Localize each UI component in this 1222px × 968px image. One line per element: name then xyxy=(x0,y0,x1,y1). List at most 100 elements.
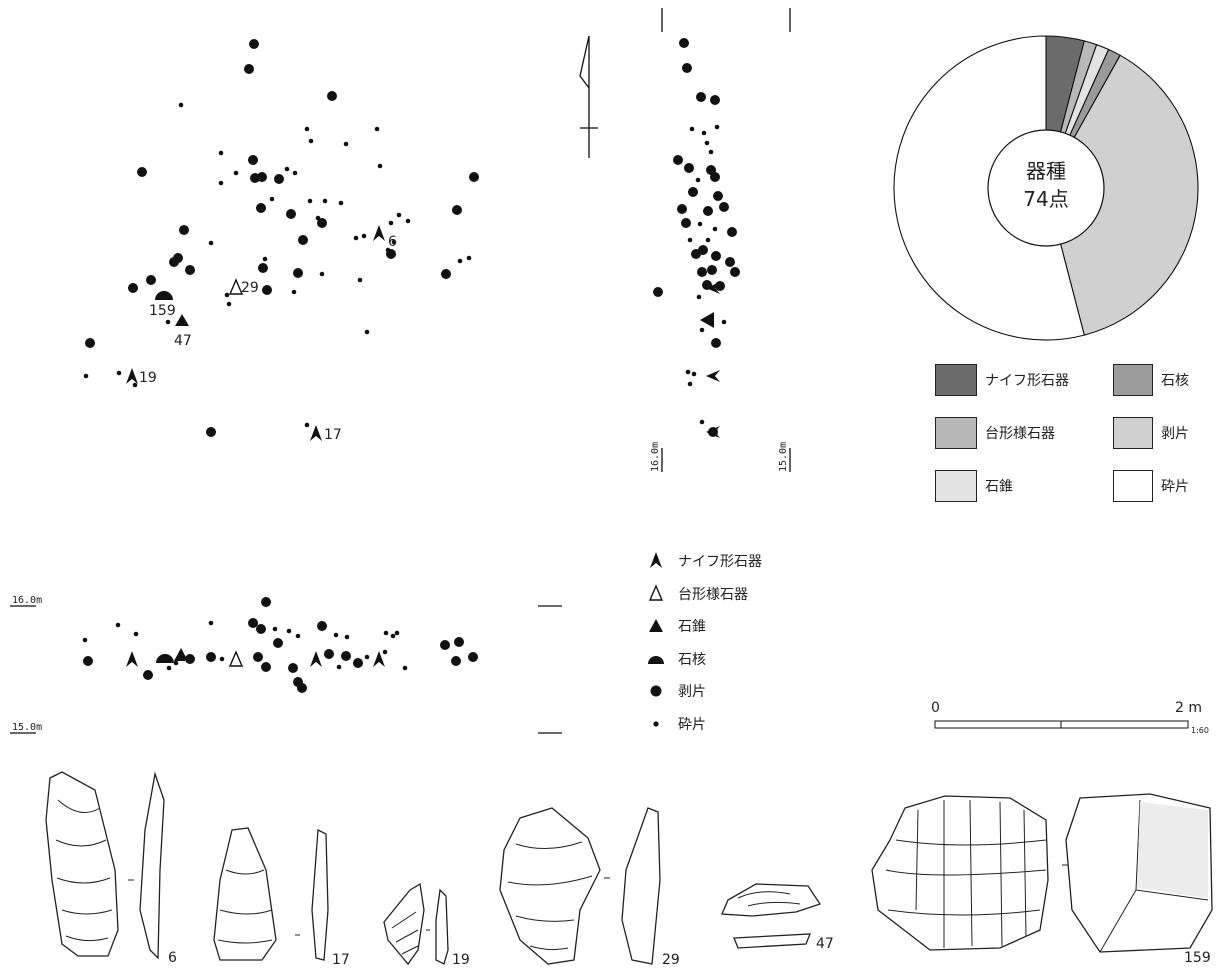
plan-point xyxy=(343,141,349,147)
section-point xyxy=(295,633,301,639)
legend-label: 石核 xyxy=(1161,373,1189,389)
side-point xyxy=(711,251,721,261)
side-point xyxy=(707,265,717,275)
label-159: 159 xyxy=(149,303,176,319)
pie-chart: 器種 74点 xyxy=(893,35,1199,341)
section-point xyxy=(143,670,153,680)
plan-point xyxy=(262,256,268,262)
legend-item: 石核 xyxy=(1113,363,1189,397)
plan-point xyxy=(304,126,310,132)
side-point xyxy=(673,155,683,165)
symbol-legend: ナイフ形石器台形様石器石錐石核剥片砕片 xyxy=(648,550,848,740)
plan-point xyxy=(128,283,138,293)
side-point xyxy=(712,226,718,232)
plan-point xyxy=(132,382,138,388)
knife-tool-19-icon xyxy=(126,368,138,384)
plan-point xyxy=(185,265,195,275)
section-point xyxy=(286,628,292,634)
section-point xyxy=(390,633,396,639)
section-top-elevation: 16.0m xyxy=(12,595,42,606)
plan-point xyxy=(206,427,216,437)
side-point xyxy=(695,177,701,183)
plan-point xyxy=(256,203,266,213)
plan-point xyxy=(298,235,308,245)
side-point xyxy=(703,206,713,216)
plan-points xyxy=(83,39,479,437)
symbol-legend-label: 石錐 xyxy=(678,619,706,635)
core-159-icon xyxy=(155,291,173,300)
section-point xyxy=(336,664,342,670)
plan-point xyxy=(293,268,303,278)
pie-legend: ナイフ形石器石核台形様石器剥片石錐砕片 xyxy=(935,363,1215,508)
section-point xyxy=(166,665,172,671)
plan-point xyxy=(377,163,383,169)
section-bottom-elevation: 15.0m xyxy=(12,722,42,733)
side-point xyxy=(696,294,702,300)
plan-point xyxy=(353,235,359,241)
plan-point xyxy=(178,102,184,108)
section-point xyxy=(454,637,464,647)
profile-right-elevation: 15.0m xyxy=(778,442,789,472)
plan-point xyxy=(83,373,89,379)
artifact-label-29: 29 xyxy=(662,952,680,968)
plan-point xyxy=(361,233,367,239)
label-17: 17 xyxy=(324,427,342,443)
pie-center xyxy=(987,129,1105,247)
legend-label: 剥片 xyxy=(1161,426,1189,442)
label-6: 6 xyxy=(388,234,397,250)
section-points xyxy=(82,597,478,693)
profile-left-elevation: 16.0m xyxy=(650,442,661,472)
section-point xyxy=(261,662,271,672)
plan-point xyxy=(304,422,310,428)
plan-point xyxy=(388,220,394,226)
side-point xyxy=(687,237,693,243)
section-point xyxy=(324,649,334,659)
side-point xyxy=(681,218,691,228)
section-point xyxy=(451,656,461,666)
pie-title-line2: 74点 xyxy=(1023,187,1068,211)
side-point xyxy=(727,227,737,237)
symbol-legend-label: 台形様石器 xyxy=(678,586,748,603)
core-icon xyxy=(648,649,664,669)
plan-point xyxy=(85,338,95,348)
plan-point xyxy=(258,263,268,273)
plan-point xyxy=(385,247,391,253)
section-point xyxy=(394,630,400,636)
section-tool-symbols xyxy=(126,648,385,667)
plan-point xyxy=(292,170,298,176)
plan-point xyxy=(224,292,230,298)
artifact-47-drawing xyxy=(721,883,822,949)
legend-swatch xyxy=(1113,364,1153,396)
plan-tool-symbols xyxy=(126,225,385,441)
legend-item: 台形様石器 xyxy=(935,416,1055,450)
side-profile: 16.0m 15.0m xyxy=(650,8,791,472)
section-point xyxy=(288,663,298,673)
artifact-label-159: 159 xyxy=(1184,950,1211,966)
plan-point xyxy=(469,172,479,182)
symbol-legend-label: 剥片 xyxy=(678,684,706,700)
artifact-17-drawing xyxy=(213,827,329,961)
knife-tool-17-icon xyxy=(310,425,322,441)
plan-point xyxy=(322,198,328,204)
plan-point xyxy=(173,253,183,263)
side-point xyxy=(691,371,697,377)
side-point xyxy=(688,187,698,197)
trapezoid-tool-icon xyxy=(648,583,664,604)
legend-label: ナイフ形石器 xyxy=(985,373,1069,389)
plan-point xyxy=(374,126,380,132)
artifact-29-drawing xyxy=(499,807,661,965)
symbol-legend-label: 石核 xyxy=(678,651,706,668)
section-point xyxy=(248,618,258,628)
artifact-6-drawing xyxy=(45,771,165,960)
plan-point xyxy=(116,370,122,376)
artifact-labels: 6 17 19 29 47 159 xyxy=(168,936,1211,968)
symbol-legend-item: ナイフ形石器 xyxy=(648,550,762,572)
side-point xyxy=(689,126,695,132)
section-point xyxy=(206,652,216,662)
symbol-legend-label: ナイフ形石器 xyxy=(678,554,762,570)
section-point xyxy=(402,665,408,671)
knife-tool-icon xyxy=(648,551,664,571)
side-point xyxy=(725,257,735,267)
legend-item: 石錐 xyxy=(935,469,1013,503)
plan-point xyxy=(291,289,297,295)
